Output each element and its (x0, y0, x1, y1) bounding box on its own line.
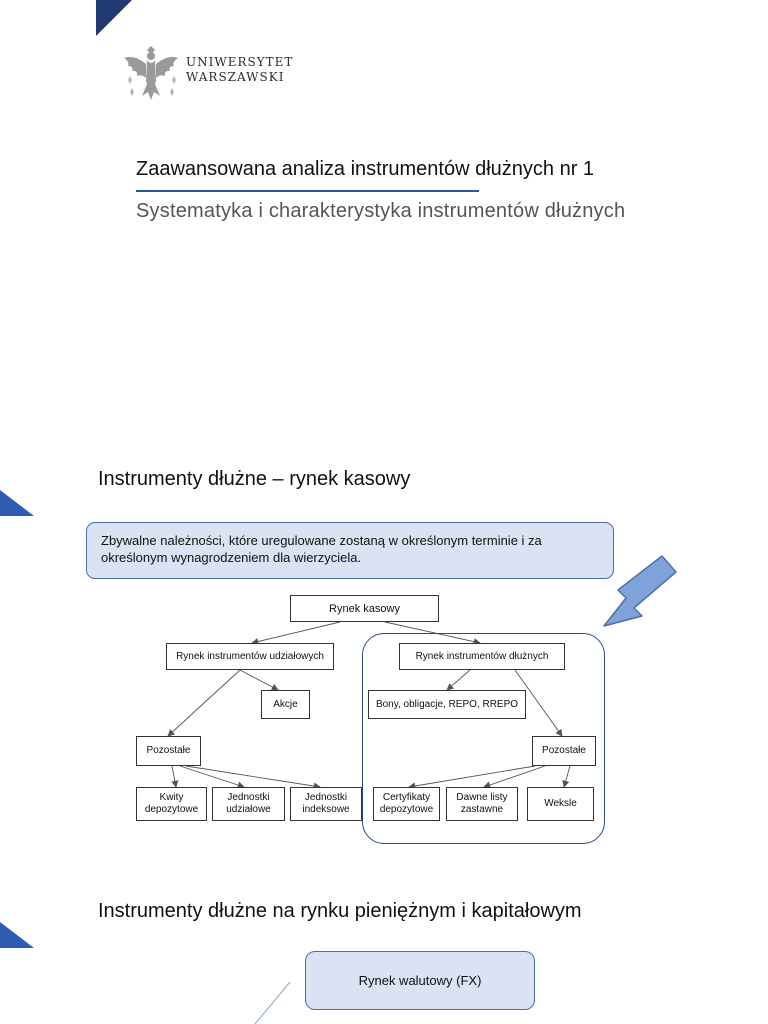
debt-market-group (362, 633, 605, 844)
node-rynek-dluznych: Rynek instrumentów dłużnych (399, 643, 565, 670)
node-bony-obligacje: Bony, obligacje, REPO, RREPO (368, 690, 526, 719)
title-underline (136, 190, 479, 192)
corner-decoration (96, 0, 132, 36)
node-akcje: Akcje (261, 690, 310, 719)
node-rynek-udzialowych: Rynek instrumentów udziałowych (166, 643, 334, 670)
section-heading-2: Instrumenty dłużne na rynku pieniężnym i… (98, 900, 582, 922)
pointer-arrow-icon (603, 555, 677, 627)
node-dawne-listy-zastawne: Dawne listy zastawne (446, 787, 518, 821)
university-name-line1: UNIWERSYTET (186, 55, 294, 69)
node-pozostale-right: Pozostałe (532, 736, 596, 766)
university-name: UNIWERSYTET WARSZAWSKI (186, 55, 293, 85)
page-subtitle: Systematyka i charakterystyka instrument… (136, 200, 626, 222)
section-marker-1 (0, 490, 34, 516)
university-name-line2: WARSZAWSKI (186, 70, 285, 84)
node-rynek-kasowy: Rynek kasowy (290, 595, 439, 622)
section-heading-1: Instrumenty dłużne – rynek kasowy (98, 468, 411, 490)
university-logo: UNIWERSYTET WARSZAWSKI (120, 36, 293, 106)
node-jednostki-indeksowe: Jednostki indeksowe (290, 787, 362, 821)
fx-market-box: Rynek walutowy (FX) (305, 951, 535, 1010)
eagle-emblem-icon (124, 46, 178, 100)
node-certyfikaty-depozytowe: Certyfikaty depozytowe (373, 787, 440, 821)
node-weksle: Weksle (527, 787, 594, 821)
definition-callout: Zbywalne należności, które uregulowane z… (86, 522, 614, 579)
page-title: Zaawansowana analiza instrumentów dłużny… (136, 158, 595, 180)
section-marker-2 (0, 922, 34, 948)
node-pozostale-left: Pozostałe (136, 736, 201, 766)
node-kwity-depozytowe: Kwity depozytowe (136, 787, 207, 821)
node-jednostki-udzialowe: Jednostki udziałowe (212, 787, 285, 821)
